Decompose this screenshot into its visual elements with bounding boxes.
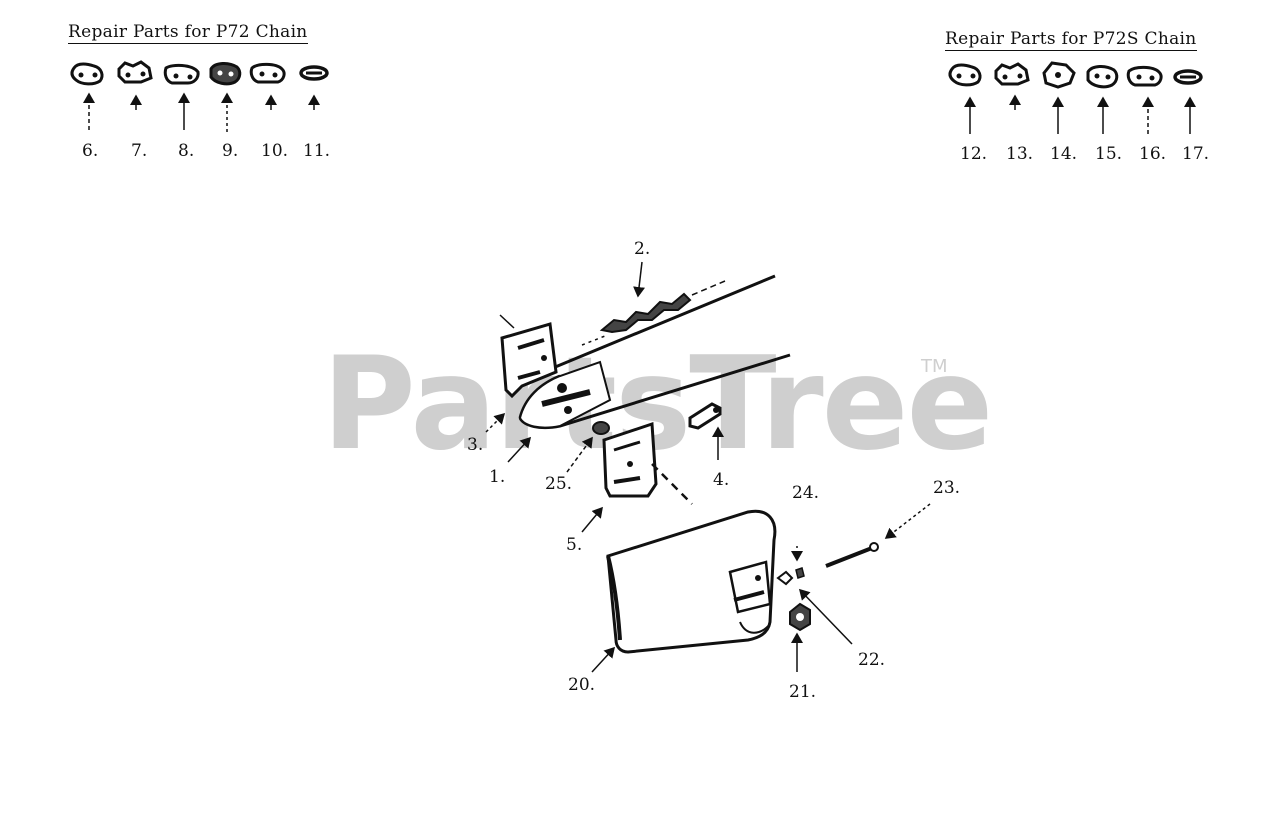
chain-link-11[interactable] xyxy=(299,65,329,81)
callout-13: 13. xyxy=(1006,144,1034,164)
chain-link-14[interactable] xyxy=(1042,61,1076,89)
bar-nut[interactable] xyxy=(789,602,811,632)
chain-link-6[interactable] xyxy=(70,62,104,86)
callout-4: 4. xyxy=(713,470,730,490)
chain-link-17[interactable] xyxy=(1173,69,1203,85)
adjuster-nut[interactable] xyxy=(776,570,794,586)
callout-11: 11. xyxy=(303,141,331,161)
callout-17: 17. xyxy=(1182,144,1210,164)
guide-bar[interactable] xyxy=(518,274,791,430)
callout-10: 10. xyxy=(261,141,289,161)
chain-link-8[interactable] xyxy=(163,63,200,85)
callout-3: 3. xyxy=(467,435,484,455)
callout-2: 2. xyxy=(634,239,651,259)
clutch-cover[interactable] xyxy=(606,509,777,654)
chain-link-15[interactable] xyxy=(1086,65,1119,89)
adjuster-washer[interactable] xyxy=(795,567,805,579)
callout-16: 16. xyxy=(1139,144,1167,164)
adjusting-screw[interactable] xyxy=(825,542,879,568)
heading-p72s-repair-parts: Repair Parts for P72S Chain xyxy=(945,29,1197,51)
outer-bar-plate[interactable] xyxy=(602,421,693,505)
chain-link-7[interactable] xyxy=(117,60,153,84)
chain-link-10[interactable] xyxy=(249,62,286,84)
callout-21: 21. xyxy=(789,682,817,702)
callout-9: 9. xyxy=(222,141,239,161)
heading-p72-repair-parts: Repair Parts for P72 Chain xyxy=(68,22,308,44)
callout-7: 7. xyxy=(131,141,148,161)
chain-link-13[interactable] xyxy=(994,62,1030,86)
partstree-watermark: PartsTree xyxy=(322,330,993,479)
callout-14: 14. xyxy=(1050,144,1078,164)
callout-15: 15. xyxy=(1095,144,1123,164)
callout-25: 25. xyxy=(545,474,573,494)
chain-link-12[interactable] xyxy=(948,63,982,87)
callout-22: 22. xyxy=(858,650,886,670)
saw-chain[interactable] xyxy=(581,280,726,346)
chain-link-9[interactable] xyxy=(209,62,242,86)
callout-1: 1. xyxy=(489,467,506,487)
trademark-symbol: TM xyxy=(921,356,948,377)
callout-24: 24. xyxy=(792,483,820,503)
callout-20: 20. xyxy=(568,675,596,695)
bar-washer[interactable] xyxy=(592,421,610,435)
callout-12: 12. xyxy=(960,144,988,164)
callout-5: 5. xyxy=(566,535,583,555)
callout-23: 23. xyxy=(933,478,961,498)
inner-bar-plate[interactable] xyxy=(499,314,558,399)
chain-adjuster[interactable] xyxy=(688,402,722,430)
callout-6: 6. xyxy=(82,141,99,161)
callout-8: 8. xyxy=(178,141,195,161)
chain-link-16[interactable] xyxy=(1126,65,1163,87)
